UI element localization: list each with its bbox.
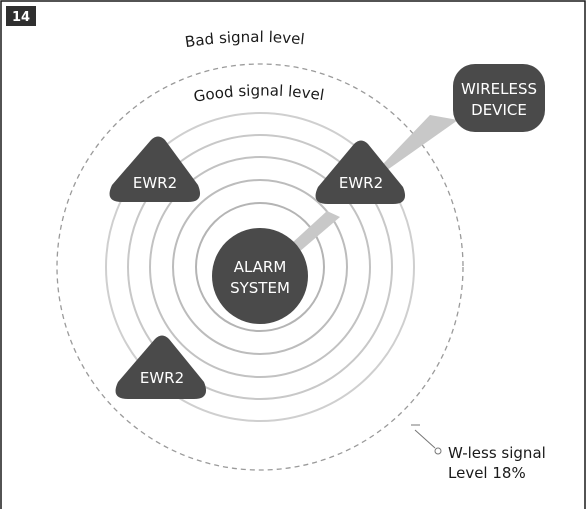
signal-ring-1	[105, 112, 415, 422]
signal-ring-3	[149, 156, 371, 378]
repeater-right-node	[315, 140, 406, 204]
callout-line-2: Level 18%	[448, 464, 526, 482]
signal-ring-5	[195, 202, 325, 332]
bad-signal-label: Bad signal level	[184, 28, 306, 51]
bad-signal-ring	[56, 63, 464, 471]
callout-leader	[414, 429, 436, 449]
repeater-left-node	[109, 136, 201, 202]
callout-line-1: W-less signal	[448, 444, 546, 462]
wireless-device-label-1: WIRELESS	[461, 80, 537, 98]
alarm-system-label-1: ALARM	[234, 258, 287, 276]
repeater-bottom-node	[115, 335, 207, 399]
good-signal-label: Good signal level	[192, 81, 325, 105]
repeater-left-label: EWR2	[133, 174, 177, 192]
wireless-device-label-2: DEVICE	[471, 101, 527, 119]
repeater-right-label: EWR2	[339, 174, 383, 192]
figure-number-badge	[6, 6, 36, 26]
signal-ring-4	[172, 179, 348, 355]
figure-number: 14	[12, 10, 30, 25]
callout-dot	[434, 447, 442, 455]
repeater-bottom-label: EWR2	[140, 369, 184, 387]
alarm-system-label-2: SYSTEM	[230, 279, 290, 297]
signal-ring-2	[127, 134, 393, 400]
wireless-device-node	[453, 64, 545, 132]
alarm-system-node	[212, 228, 308, 324]
